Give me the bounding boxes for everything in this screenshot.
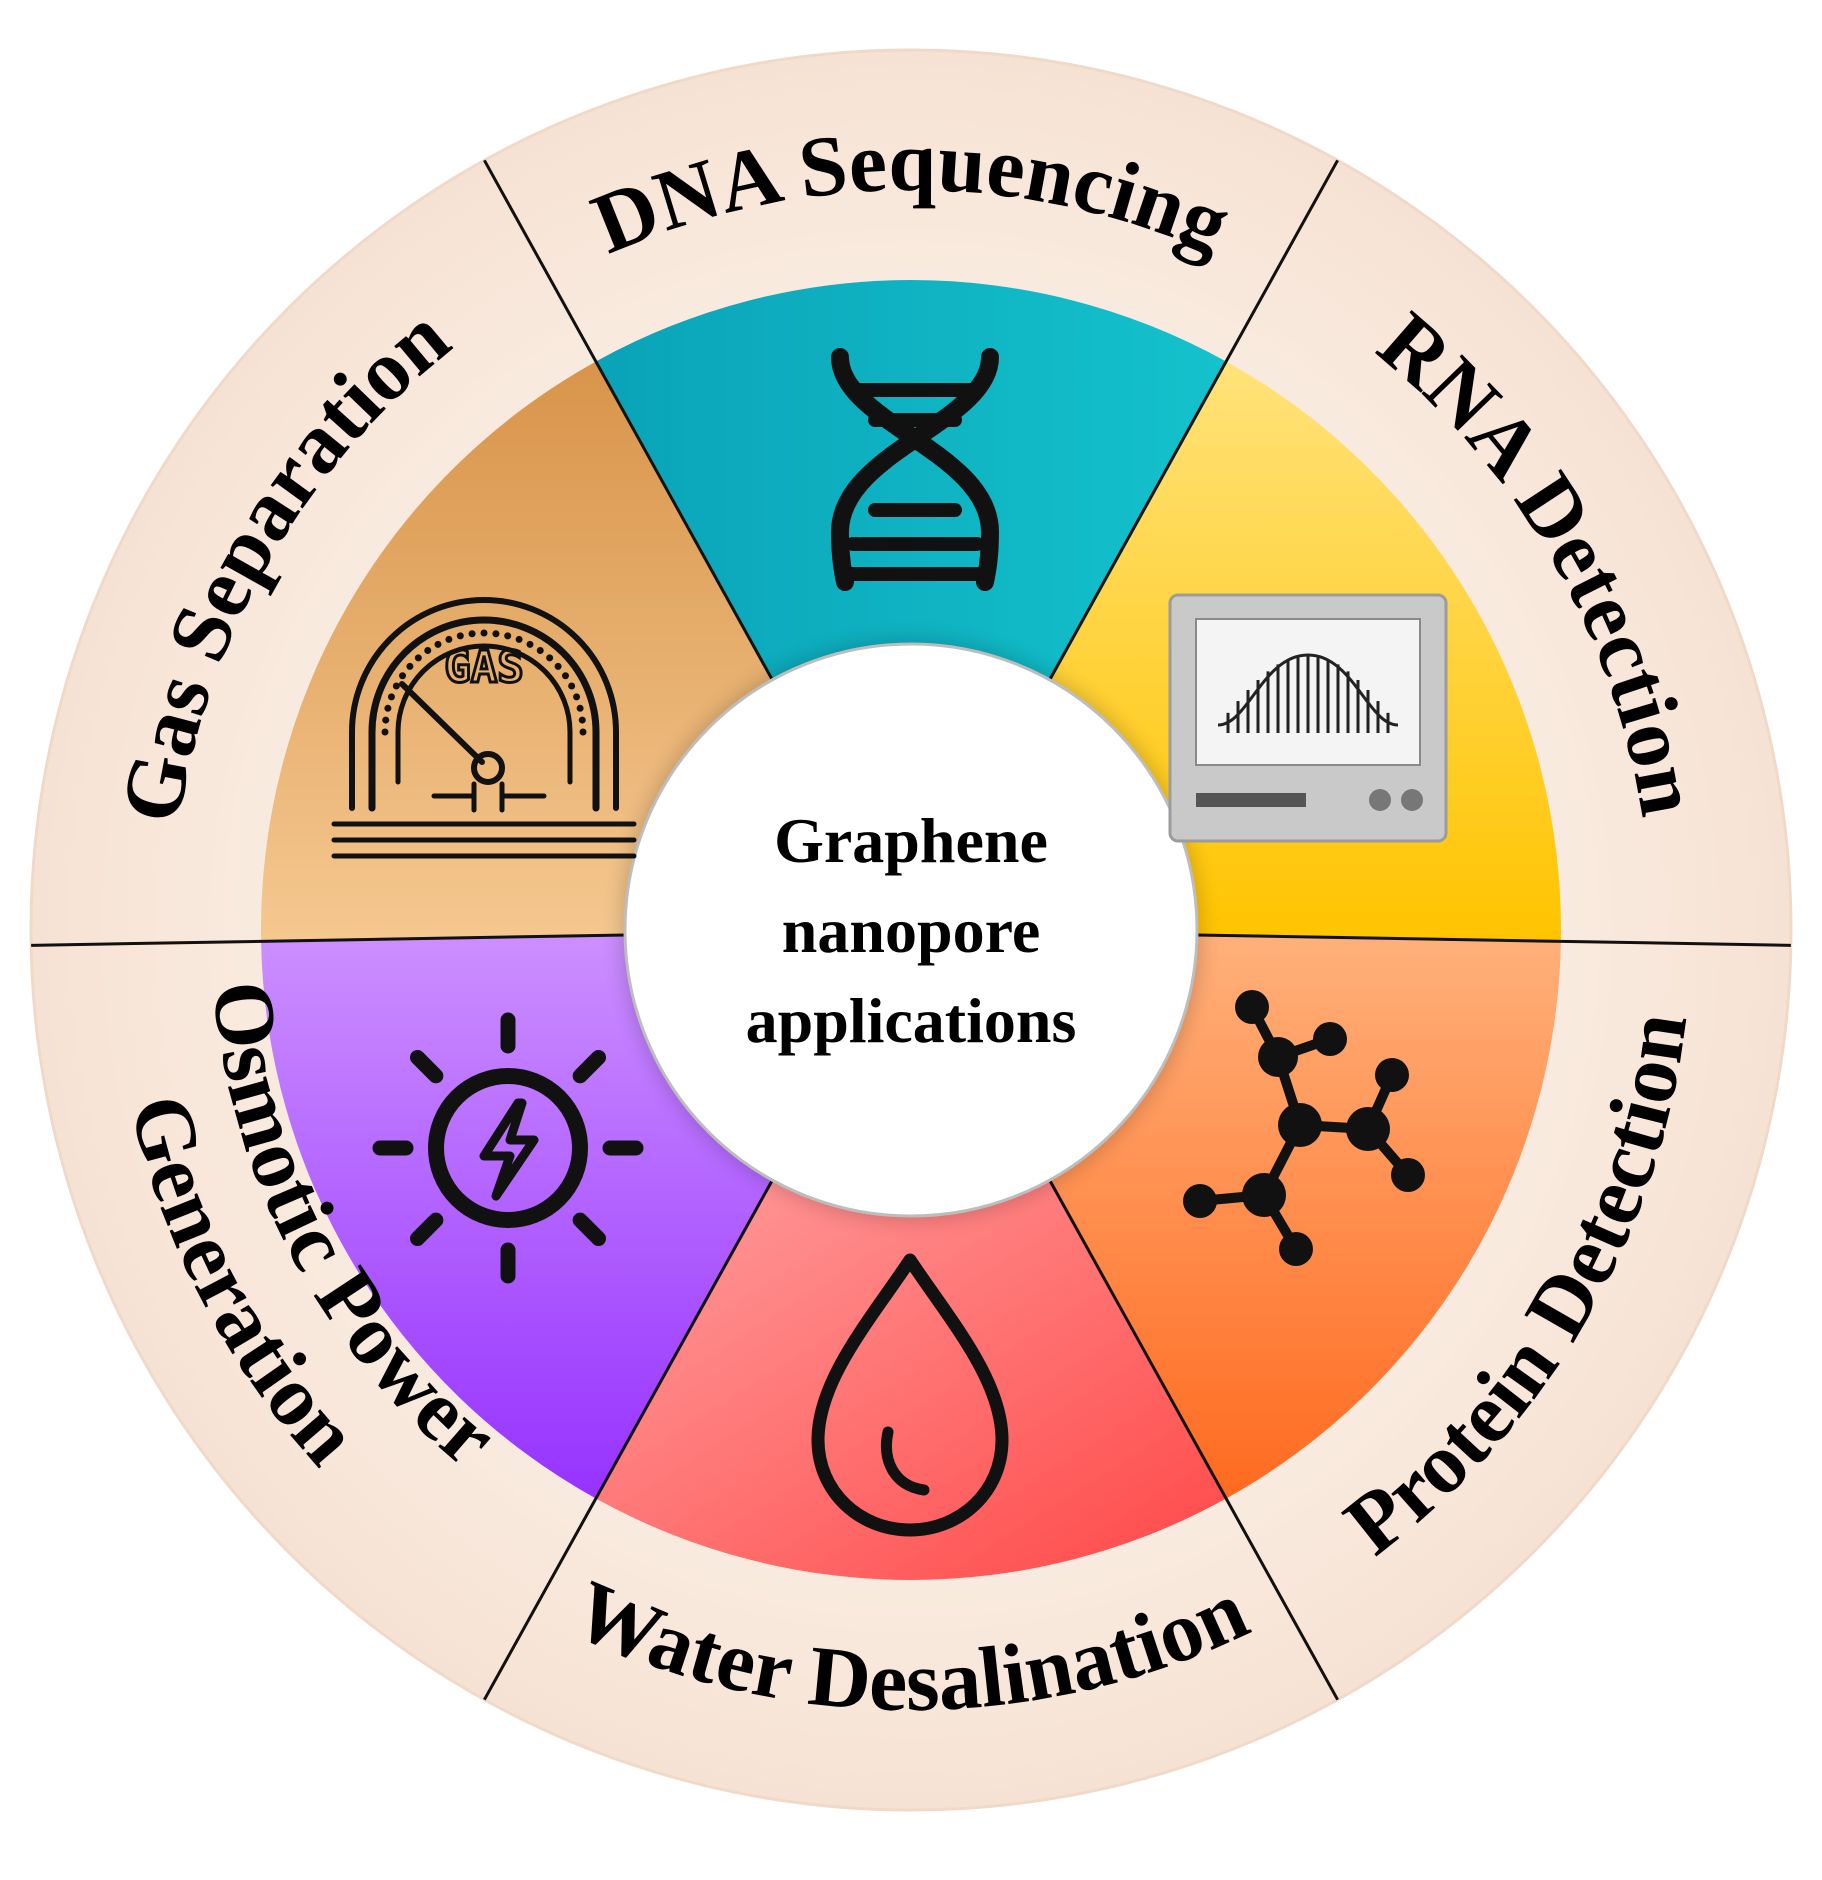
- gauge-dot: [468, 630, 476, 638]
- gauge-dot: [576, 704, 584, 712]
- gas-gauge-label: GAS: [444, 642, 523, 693]
- gauge-dot: [578, 716, 586, 724]
- gauge-dot: [424, 647, 432, 655]
- gauge-dot: [536, 647, 544, 655]
- gauge-dot: [392, 682, 400, 690]
- divider-line: [31, 933, 627, 947]
- gauge-dot: [387, 693, 395, 701]
- sun-ray: [572, 1049, 607, 1084]
- water-drop-icon: [811, 1253, 1009, 1537]
- segment-protein-detection: [1049, 934, 1561, 1499]
- gauge-dot: [384, 704, 392, 712]
- center-circle: [623, 642, 1199, 1218]
- divider-line: [483, 159, 775, 682]
- sun-ray: [572, 1212, 607, 1247]
- divider-line: [1195, 933, 1791, 947]
- segment-dividers: [31, 159, 1791, 1701]
- gauge-dot: [573, 693, 581, 701]
- sun-ray: [409, 1049, 444, 1084]
- gauge-dot: [434, 640, 442, 648]
- gas-gauge-icon: GAS: [331, 597, 637, 859]
- gauge-dot: [456, 632, 464, 640]
- sun-ray: [409, 1212, 444, 1247]
- center-label-line-3: applications: [746, 985, 1077, 1056]
- gauge-dot: [579, 728, 587, 736]
- gauge-dot: [399, 672, 407, 680]
- center-label-line-2: nanopore: [782, 895, 1040, 966]
- molecule-icon: [1183, 990, 1425, 1266]
- gauge-dot: [568, 682, 576, 690]
- gauge-dot: [480, 629, 488, 637]
- segment-dna-sequencing: [595, 280, 1227, 681]
- gauge-dot: [515, 635, 523, 643]
- gauge-dot: [504, 632, 512, 640]
- power-bolt-icon: [372, 1012, 644, 1284]
- gauge-dot: [414, 654, 422, 662]
- gauge-dot: [406, 662, 414, 670]
- monitor-waveform-icon: [1168, 593, 1448, 843]
- gauge-dot: [546, 654, 554, 662]
- gauge-dot: [382, 716, 390, 724]
- divider-line: [1047, 1178, 1339, 1701]
- dna-helix-icon: [831, 348, 999, 591]
- gauge-dot: [445, 635, 453, 643]
- segment-water-desalination: [595, 1179, 1227, 1580]
- divider-line: [1047, 159, 1339, 682]
- gauge-dot: [381, 728, 389, 736]
- gauge-dot: [526, 640, 534, 648]
- divider-line: [483, 1178, 775, 1701]
- gauge-dot: [561, 672, 569, 680]
- gauge-dot: [554, 662, 562, 670]
- center-label-line-1: Graphene: [774, 805, 1048, 876]
- gauge-dot: [492, 630, 500, 638]
